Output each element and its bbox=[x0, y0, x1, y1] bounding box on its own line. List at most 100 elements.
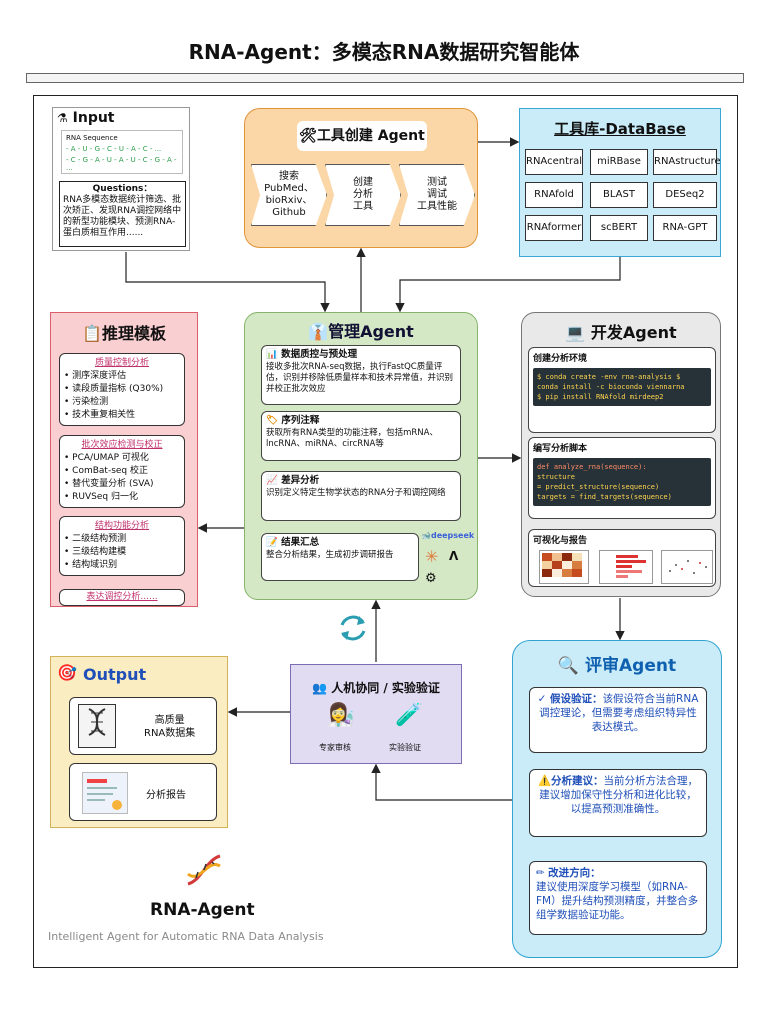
db-item[interactable]: miRBase bbox=[590, 149, 648, 175]
list-item: • 三级结构建模 bbox=[64, 547, 127, 557]
seq-title: RNA Sequence bbox=[66, 134, 118, 142]
step-test: 测试 调试 工具性能 bbox=[399, 164, 475, 226]
list-item: • 污染检测 bbox=[64, 397, 109, 407]
dna-document-icon bbox=[78, 704, 116, 748]
reasoning-group-structure: 结构功能分析 • 二级结构预测 • 三级结构建模 • 结构域识别 bbox=[59, 516, 185, 576]
review-title: 🔍 评审Agent bbox=[557, 656, 677, 676]
brand-subtitle: Intelligent Agent for Automatic RNA Data… bbox=[48, 930, 324, 943]
pencil-icon: ✏ bbox=[536, 867, 545, 879]
viz-heading: 可视化与报告 bbox=[533, 536, 588, 546]
review-card-hypothesis: ✓ 假设验证：该假设符合当前RNA调控理论，但需要考虑组织特异性表达模式。 bbox=[529, 687, 707, 753]
card-text: 获取所有RNA类型的功能注释，包括mRNA、lncRNA、miRNA、circR… bbox=[266, 428, 438, 449]
list-item: • 读段质量指标 (Q30%) bbox=[64, 384, 164, 394]
expert-icon: 👩‍🔬 bbox=[327, 703, 355, 728]
lab-label: 实验验证 bbox=[389, 743, 421, 752]
database-panel: 工具库-DataBase RNAcentral miRBase RNAstruc… bbox=[519, 108, 721, 257]
dev-title: 💻 开发Agent bbox=[565, 323, 677, 342]
magnifier-icon: 🔍 bbox=[557, 656, 580, 676]
group-heading: 表达调控分析...... bbox=[86, 592, 158, 602]
dna-logo-icon bbox=[182, 850, 226, 890]
review-agent: 🔍 评审Agent ✓ 假设验证：该假设符合当前RNA调控理论，但需要考虑组织特… bbox=[512, 640, 722, 958]
db-item[interactable]: RNAfold bbox=[525, 182, 583, 208]
trend-icon: 📈 bbox=[266, 475, 278, 486]
db-item[interactable]: RNA-GPT bbox=[653, 215, 717, 241]
dataset-label: 高质量 RNA数据集 bbox=[144, 715, 196, 739]
bar-thumbnail bbox=[599, 550, 653, 584]
list-item: • PCA/UMAP 可视化 bbox=[64, 453, 149, 463]
expert-label: 专家审核 bbox=[319, 743, 351, 752]
script-code-block: def analyze_rna(sequence): structure = p… bbox=[533, 458, 711, 506]
reasoning-title: 📋推理模板 bbox=[82, 324, 166, 343]
openai-logo-icon: ⚙ bbox=[425, 571, 437, 586]
dev-agent: 💻 开发Agent 创建分析环境 $ conda create -env rna… bbox=[521, 312, 721, 597]
questions-text: RNA多模态数据统计筛选、批次矫正、发现RNA调控网络中的新型功能模块、预测RN… bbox=[63, 195, 182, 238]
input-title: ⚗ Input bbox=[57, 110, 115, 126]
manager-card-annotation: 🏷 序列注释 获取所有RNA类型的功能注释，包括mRNA、lncRNA、miRN… bbox=[261, 411, 461, 461]
questions-card: Questions： RNA多模态数据统计筛选、批次矫正、发现RNA调控网络中的… bbox=[59, 181, 186, 247]
list-item: • 替代变量分析 (SVA) bbox=[64, 479, 154, 489]
list-item: • ComBat-seq 校正 bbox=[64, 466, 148, 476]
seq-line-1: - A - U - G - C - U - A - C - ... bbox=[66, 145, 162, 153]
dev-env-card: 创建分析环境 $ conda create -env rna-analysis … bbox=[528, 347, 716, 433]
target-icon: 🎯 bbox=[57, 663, 77, 682]
chart-icon: 📊 bbox=[266, 349, 278, 360]
note-icon: 📝 bbox=[266, 537, 278, 548]
tag-icon: 🏷 bbox=[266, 415, 279, 426]
db-item[interactable]: DESeq2 bbox=[653, 182, 717, 208]
human-title: 👥 人机协同 / 实验验证 bbox=[312, 681, 440, 695]
list-item: • RUVSeq 归一化 bbox=[64, 492, 138, 502]
reasoning-group-batch: 批次效应检测与校正 • PCA/UMAP 可视化 • ComBat-seq 校正… bbox=[59, 435, 185, 508]
deepseek-logo: 🐋deepseek bbox=[421, 531, 475, 540]
output-dataset-card: 高质量 RNA数据集 bbox=[69, 697, 217, 755]
flask-icon: ⚗ bbox=[57, 111, 68, 125]
tool-creation-agent: 🛠工具创建 Agent 搜索 PubMed、 bioRxiv、 Github 创… bbox=[244, 108, 478, 248]
group-heading: 结构功能分析 bbox=[94, 521, 149, 531]
db-item[interactable]: RNAstructure bbox=[653, 149, 721, 175]
scatter-thumbnail bbox=[661, 550, 713, 584]
manager-card-qc: 📊 数据质控与预处理 接收多批次RNA-seq数据，执行FastQC质量评估，识… bbox=[261, 345, 461, 405]
tool-creation-title: 🛠工具创建 Agent bbox=[297, 121, 427, 151]
report-icon bbox=[82, 772, 128, 814]
env-heading: 创建分析环境 bbox=[533, 354, 588, 364]
report-label: 分析报告 bbox=[146, 790, 186, 801]
reasoning-group-qc: 质量控制分析 • 测序深度评估 • 读段质量指标 (Q30%) • 污染检测 •… bbox=[59, 353, 185, 426]
clipboard-icon: 📋 bbox=[82, 324, 102, 343]
page-title: RNA-Agent：多模态RNA数据研究智能体 bbox=[188, 40, 580, 64]
brand-name: RNA-Agent bbox=[150, 900, 255, 920]
card-text: 接收多批次RNA-seq数据，执行FastQC质量评估，识别并移除低质量样本和技… bbox=[266, 362, 454, 394]
input-title-text: Input bbox=[72, 110, 115, 126]
test-tube-icon: 🧪 bbox=[395, 703, 423, 728]
heatmap-thumbnail bbox=[539, 550, 589, 584]
db-item[interactable]: RNAformer bbox=[525, 215, 583, 241]
output-panel: 🎯 Output 高质量 RNA数据集 分析报告 bbox=[50, 656, 228, 828]
tools-icon: 🛠 bbox=[299, 128, 317, 144]
card-text: 整合分析结果，生成初步调研报告 bbox=[266, 550, 394, 560]
step-create: 创建 分析 工具 bbox=[325, 164, 401, 226]
step-search: 搜索 PubMed、 bioRxiv、 Github bbox=[251, 164, 327, 226]
output-report-card: 分析报告 bbox=[69, 763, 217, 821]
reasoning-more: 表达调控分析...... bbox=[59, 589, 185, 606]
input-panel: ⚗ Input RNA Sequence - A - U - G - C - U… bbox=[52, 107, 190, 251]
title-divider bbox=[26, 73, 744, 83]
list-item: • 技术重复相关性 bbox=[64, 410, 136, 420]
seq-line-2: - C - G - A - U - A - U - C - G - A - ..… bbox=[66, 156, 177, 172]
rna-sequence-card: RNA Sequence - A - U - G - C - U - A - C… bbox=[61, 130, 183, 174]
output-title: Output bbox=[83, 665, 147, 684]
manager-card-summary: 📝 结果汇总 整合分析结果，生成初步调研报告 bbox=[261, 533, 419, 581]
people-icon: 👥 bbox=[312, 681, 327, 695]
human-collab-panel: 👥 人机协同 / 实验验证 👩‍🔬 🧪 专家审核 实验验证 bbox=[290, 664, 462, 764]
db-item[interactable]: scBERT bbox=[590, 215, 648, 241]
env-code-block: $ conda create -env rna-analysis $ conda… bbox=[533, 368, 711, 406]
manager-title: 👔管理Agent bbox=[308, 322, 414, 341]
manager-agent: 👔管理Agent 📊 数据质控与预处理 接收多批次RNA-seq数据，执行Fas… bbox=[244, 312, 478, 600]
questions-title: Questions： bbox=[92, 184, 153, 194]
warning-icon: ⚠️ bbox=[537, 775, 552, 787]
review-card-improvement: ✏ 改进方向：建议使用深度学习模型（如RNA-FM）提升结构预测精度，并整合多组… bbox=[529, 861, 707, 935]
reasoning-template-panel: 📋推理模板 质量控制分析 • 测序深度评估 • 读段质量指标 (Q30%) • … bbox=[50, 312, 198, 607]
db-item[interactable]: BLAST bbox=[590, 182, 648, 208]
db-item[interactable]: RNAcentral bbox=[525, 149, 583, 175]
dev-viz-card: 可视化与报告 bbox=[528, 529, 716, 587]
manager-card-diff: 📈 差异分析 识别定义特定生物学状态的RNA分子和调控网络 bbox=[261, 471, 461, 521]
dev-script-card: 编写分析脚本 def analyze_rna(sequence): struct… bbox=[528, 437, 716, 519]
